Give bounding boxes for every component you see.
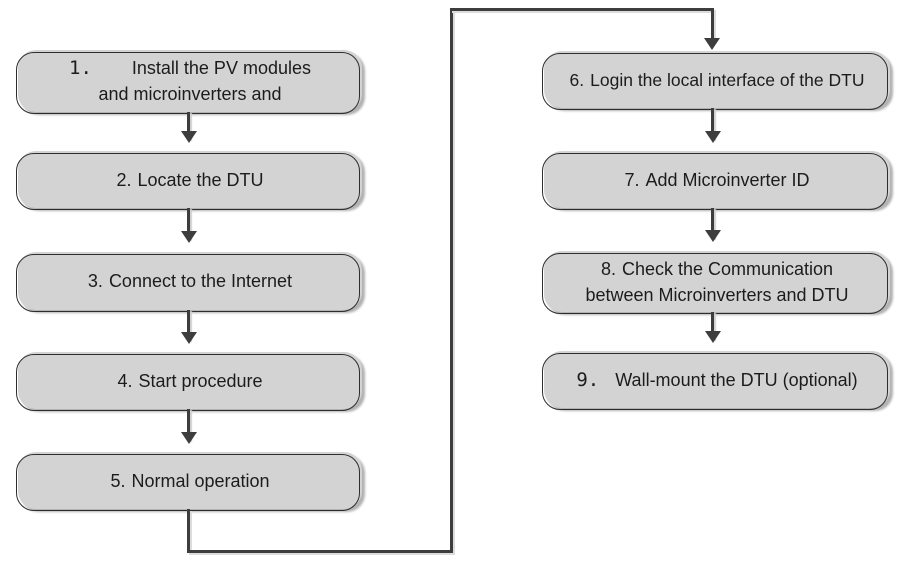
node-number: 2.: [116, 169, 132, 190]
node-text: Normal operation: [131, 470, 270, 491]
down-arrow-icon-1-to-2: [180, 112, 197, 143]
node-text-line: and microinverters and: [98, 81, 281, 107]
node-number: 1.: [69, 57, 92, 79]
flow-node-install-pv-modules: 1. Install the PV modules and microinver…: [18, 50, 362, 112]
flow-node-add-microinverter-id: 7. Add Microinverter ID: [544, 151, 890, 208]
connector-5-to-6-segment-top: [450, 8, 714, 11]
node-text-line: 6. Login the local interface of the DTU: [570, 67, 865, 93]
down-arrow-icon-2-to-3: [180, 208, 197, 243]
flow-node-check-communication: 8. Check the Communication between Micro…: [544, 251, 890, 312]
node-number: 3.: [87, 271, 103, 291]
flow-node-wall-mount-dtu: 9. Wall-mount the DTU (optional): [544, 351, 890, 408]
node-text-line: 4. Start procedure: [117, 368, 262, 394]
node-text: Login the local interface of the DTU: [590, 69, 865, 90]
node-text: Connect to the Internet: [108, 271, 293, 291]
down-arrowhead-icon-into-6: [704, 38, 720, 58]
node-text-line: 3. Connect to the Internet: [88, 268, 292, 294]
connector-5-to-6-segment-drop: [711, 8, 714, 39]
node-text: Wall-mount the DTU (optional): [615, 369, 858, 390]
node-text-line: 2. Locate the DTU: [116, 167, 263, 193]
node-text-line: between Microinverters and DTU: [585, 282, 848, 308]
connector-5-to-6-segment-down: [187, 509, 190, 552]
node-text: Install the PV modules: [131, 58, 311, 78]
node-text: Add Microinverter ID: [645, 169, 810, 190]
down-arrow-icon-3-to-4: [180, 310, 197, 344]
flow-node-connect-internet: 3. Connect to the Internet: [18, 252, 362, 310]
node-text-line: 9. Wall-mount the DTU (optional): [576, 367, 857, 393]
node-text-line: 7. Add Microinverter ID: [624, 167, 809, 193]
node-text: between Microinverters and DTU: [585, 284, 849, 305]
flow-node-start-procedure: 4. Start procedure: [18, 352, 362, 409]
connector-5-to-6-segment-bottom: [187, 550, 453, 553]
node-text-line: 8. Check the Communication: [601, 256, 833, 282]
node-number: 4.: [117, 370, 133, 391]
flow-node-normal-operation: 5. Normal operation: [18, 452, 362, 509]
node-number: 5.: [110, 470, 126, 491]
down-arrow-icon-6-to-7: [704, 108, 721, 143]
node-text: and microinverters and: [98, 84, 282, 104]
node-text: Check the Communication: [621, 258, 834, 279]
down-arrow-icon-4-to-5: [180, 409, 197, 444]
node-text: Locate the DTU: [137, 169, 264, 190]
down-arrow-icon-8-to-9: [704, 312, 721, 343]
node-number: 6.: [569, 69, 585, 90]
connector-5-to-6-segment-up: [450, 8, 453, 553]
node-text: Start procedure: [138, 370, 263, 391]
flow-node-locate-dtu: 2. Locate the DTU: [18, 151, 362, 208]
node-number: 7.: [624, 169, 640, 190]
flow-node-login-local-interface: 6. Login the local interface of the DTU: [544, 51, 890, 108]
down-arrow-icon-7-to-8: [704, 208, 721, 242]
node-text-line: 1. Install the PV modules: [69, 55, 311, 81]
node-number: 9.: [576, 368, 600, 391]
node-number: 8.: [600, 258, 616, 279]
node-text-line: 5. Normal operation: [110, 468, 269, 494]
